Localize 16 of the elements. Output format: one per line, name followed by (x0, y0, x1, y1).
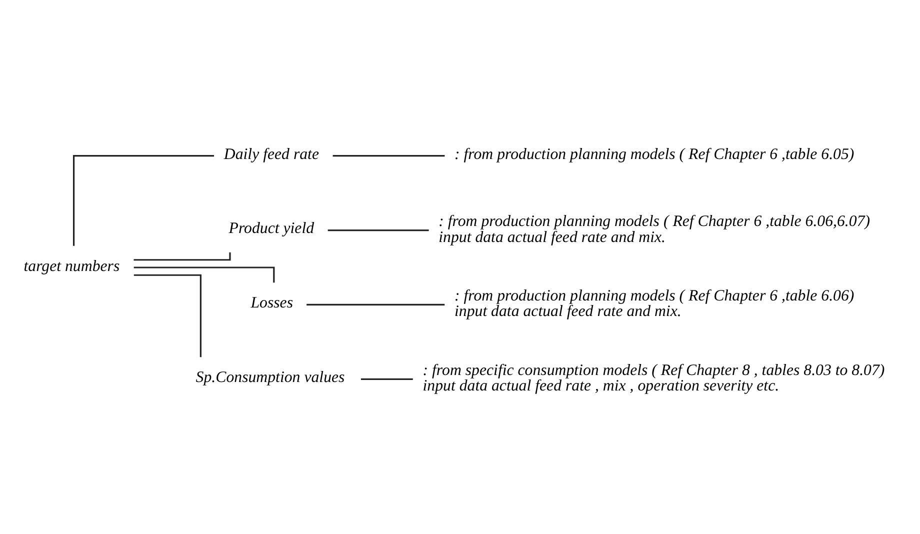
node-text: : from production planning models ( Ref Chapter 6 ,table 6.06,6.07) input data actual feed rate and mix. (438, 212, 870, 246)
node-text: target numbers (24, 258, 120, 275)
connector (306, 303, 445, 306)
node-text: : from specific consumption models ( Ref Chapter 8 , tables 8.03 to 8.07) input data actual feed rate , mix , operation severity etc. (422, 361, 885, 394)
connector (328, 228, 429, 231)
node-text: Daily feed rate (224, 145, 320, 162)
connector (134, 252, 231, 260)
node-text: Sp.Consumption values (196, 368, 345, 386)
node-text: : from production planning models ( Ref Chapter 6 ,table 6.05) (454, 145, 854, 162)
connector (360, 378, 413, 380)
node-text: Product yield (228, 220, 314, 237)
connector (73, 154, 214, 246)
node-text: : from production planning models ( Ref Chapter 6 ,table 6.06) input data actual feed rate and mix. (454, 286, 854, 320)
connector (134, 274, 202, 357)
node-text: Losses (250, 294, 294, 312)
connector (332, 154, 445, 156)
